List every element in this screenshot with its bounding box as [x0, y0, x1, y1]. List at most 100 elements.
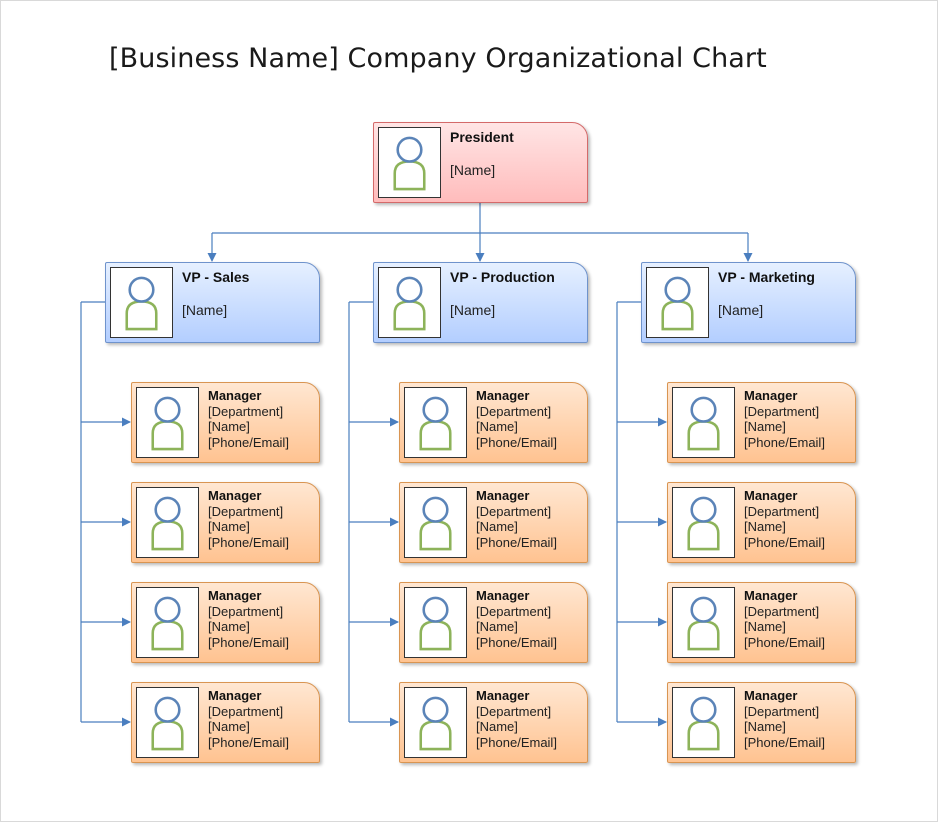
manager-node: Manager[Department][Name][Phone/Email] [399, 582, 588, 663]
vp-node-0: VP - Sales [Name] [105, 262, 320, 343]
manager-node: Manager[Department][Name][Phone/Email] [399, 382, 588, 463]
manager-name: [Name] [208, 619, 250, 634]
vp-name: [Name] [450, 302, 496, 318]
photo-placeholder [404, 687, 467, 758]
manager-contact: [Phone/Email] [744, 635, 825, 650]
manager-department: [Department] [744, 704, 820, 719]
manager-name: [Name] [476, 519, 518, 534]
arrowhead [743, 253, 753, 262]
person-icon [151, 696, 184, 751]
vp-title: VP - Sales [182, 269, 250, 285]
photo-placeholder [378, 267, 441, 338]
manager-contact: [Phone/Email] [208, 635, 289, 650]
person-icon [151, 596, 184, 651]
vp-name: [Name] [718, 302, 764, 318]
photo-placeholder [110, 267, 173, 338]
manager-node: Manager[Department][Name][Phone/Email] [667, 382, 856, 463]
arrowhead [390, 417, 399, 427]
manager-title: Manager [208, 588, 262, 603]
person-icon [419, 496, 452, 551]
manager-title: Manager [744, 688, 798, 703]
arrowhead [390, 617, 399, 627]
manager-title: Manager [208, 488, 262, 503]
photo-placeholder [672, 587, 735, 658]
manager-name: [Name] [208, 719, 250, 734]
manager-name: [Name] [476, 619, 518, 634]
manager-title: Manager [208, 388, 262, 403]
manager-contact: [Phone/Email] [744, 535, 825, 550]
arrowhead [658, 617, 667, 627]
person-icon [419, 696, 452, 751]
vp-title: VP - Production [450, 269, 555, 285]
manager-department: [Department] [744, 404, 820, 419]
person-icon [419, 396, 452, 451]
photo-placeholder [136, 687, 199, 758]
photo-placeholder [404, 487, 467, 558]
arrowhead [122, 417, 131, 427]
manager-contact: [Phone/Email] [476, 735, 557, 750]
manager-title: Manager [744, 488, 798, 503]
person-icon [687, 396, 720, 451]
manager-contact: [Phone/Email] [744, 735, 825, 750]
manager-contact: [Phone/Email] [476, 635, 557, 650]
photo-placeholder [672, 487, 735, 558]
manager-department: [Department] [476, 704, 552, 719]
photo-placeholder [646, 267, 709, 338]
photo-placeholder [672, 687, 735, 758]
manager-department: [Department] [744, 604, 820, 619]
manager-title: Manager [744, 388, 798, 403]
manager-title: Manager [476, 388, 530, 403]
arrowhead [122, 717, 131, 727]
manager-department: [Department] [208, 504, 284, 519]
manager-department: [Department] [476, 404, 552, 419]
arrowhead [658, 717, 667, 727]
manager-title: Manager [476, 488, 530, 503]
manager-contact: [Phone/Email] [208, 435, 289, 450]
vp-title: VP - Marketing [718, 269, 815, 285]
manager-title: Manager [476, 688, 530, 703]
manager-department: [Department] [744, 504, 820, 519]
photo-placeholder [404, 387, 467, 458]
arrowhead [658, 417, 667, 427]
manager-contact: [Phone/Email] [208, 735, 289, 750]
manager-name: [Name] [208, 419, 250, 434]
person-icon [687, 596, 720, 651]
manager-department: [Department] [208, 404, 284, 419]
photo-placeholder [136, 387, 199, 458]
manager-node: Manager[Department][Name][Phone/Email] [667, 582, 856, 663]
vp-node-1: VP - Production [Name] [373, 262, 588, 343]
person-icon [661, 276, 694, 331]
manager-node: Manager[Department][Name][Phone/Email] [131, 582, 320, 663]
photo-placeholder [136, 587, 199, 658]
person-icon [151, 496, 184, 551]
arrowhead [122, 617, 131, 627]
manager-node: Manager[Department][Name][Phone/Email] [399, 682, 588, 763]
person-icon [687, 696, 720, 751]
person-icon [687, 496, 720, 551]
manager-department: [Department] [476, 604, 552, 619]
manager-name: [Name] [476, 719, 518, 734]
manager-title: Manager [476, 588, 530, 603]
manager-node: Manager[Department][Name][Phone/Email] [399, 482, 588, 563]
arrowhead [207, 253, 217, 262]
president-title: President [450, 129, 514, 145]
person-icon [125, 276, 158, 331]
manager-name: [Name] [744, 519, 786, 534]
manager-name: [Name] [476, 419, 518, 434]
person-icon [393, 276, 426, 331]
arrowhead [122, 517, 131, 527]
manager-department: [Department] [208, 604, 284, 619]
photo-placeholder [136, 487, 199, 558]
manager-contact: [Phone/Email] [476, 435, 557, 450]
person-icon [393, 136, 426, 191]
vp-name: [Name] [182, 302, 228, 318]
president-node: President[Name] [373, 122, 588, 203]
arrowhead [658, 517, 667, 527]
person-icon [419, 596, 452, 651]
manager-node: Manager[Department][Name][Phone/Email] [131, 482, 320, 563]
photo-placeholder [378, 127, 441, 198]
manager-contact: [Phone/Email] [744, 435, 825, 450]
manager-title: Manager [744, 588, 798, 603]
